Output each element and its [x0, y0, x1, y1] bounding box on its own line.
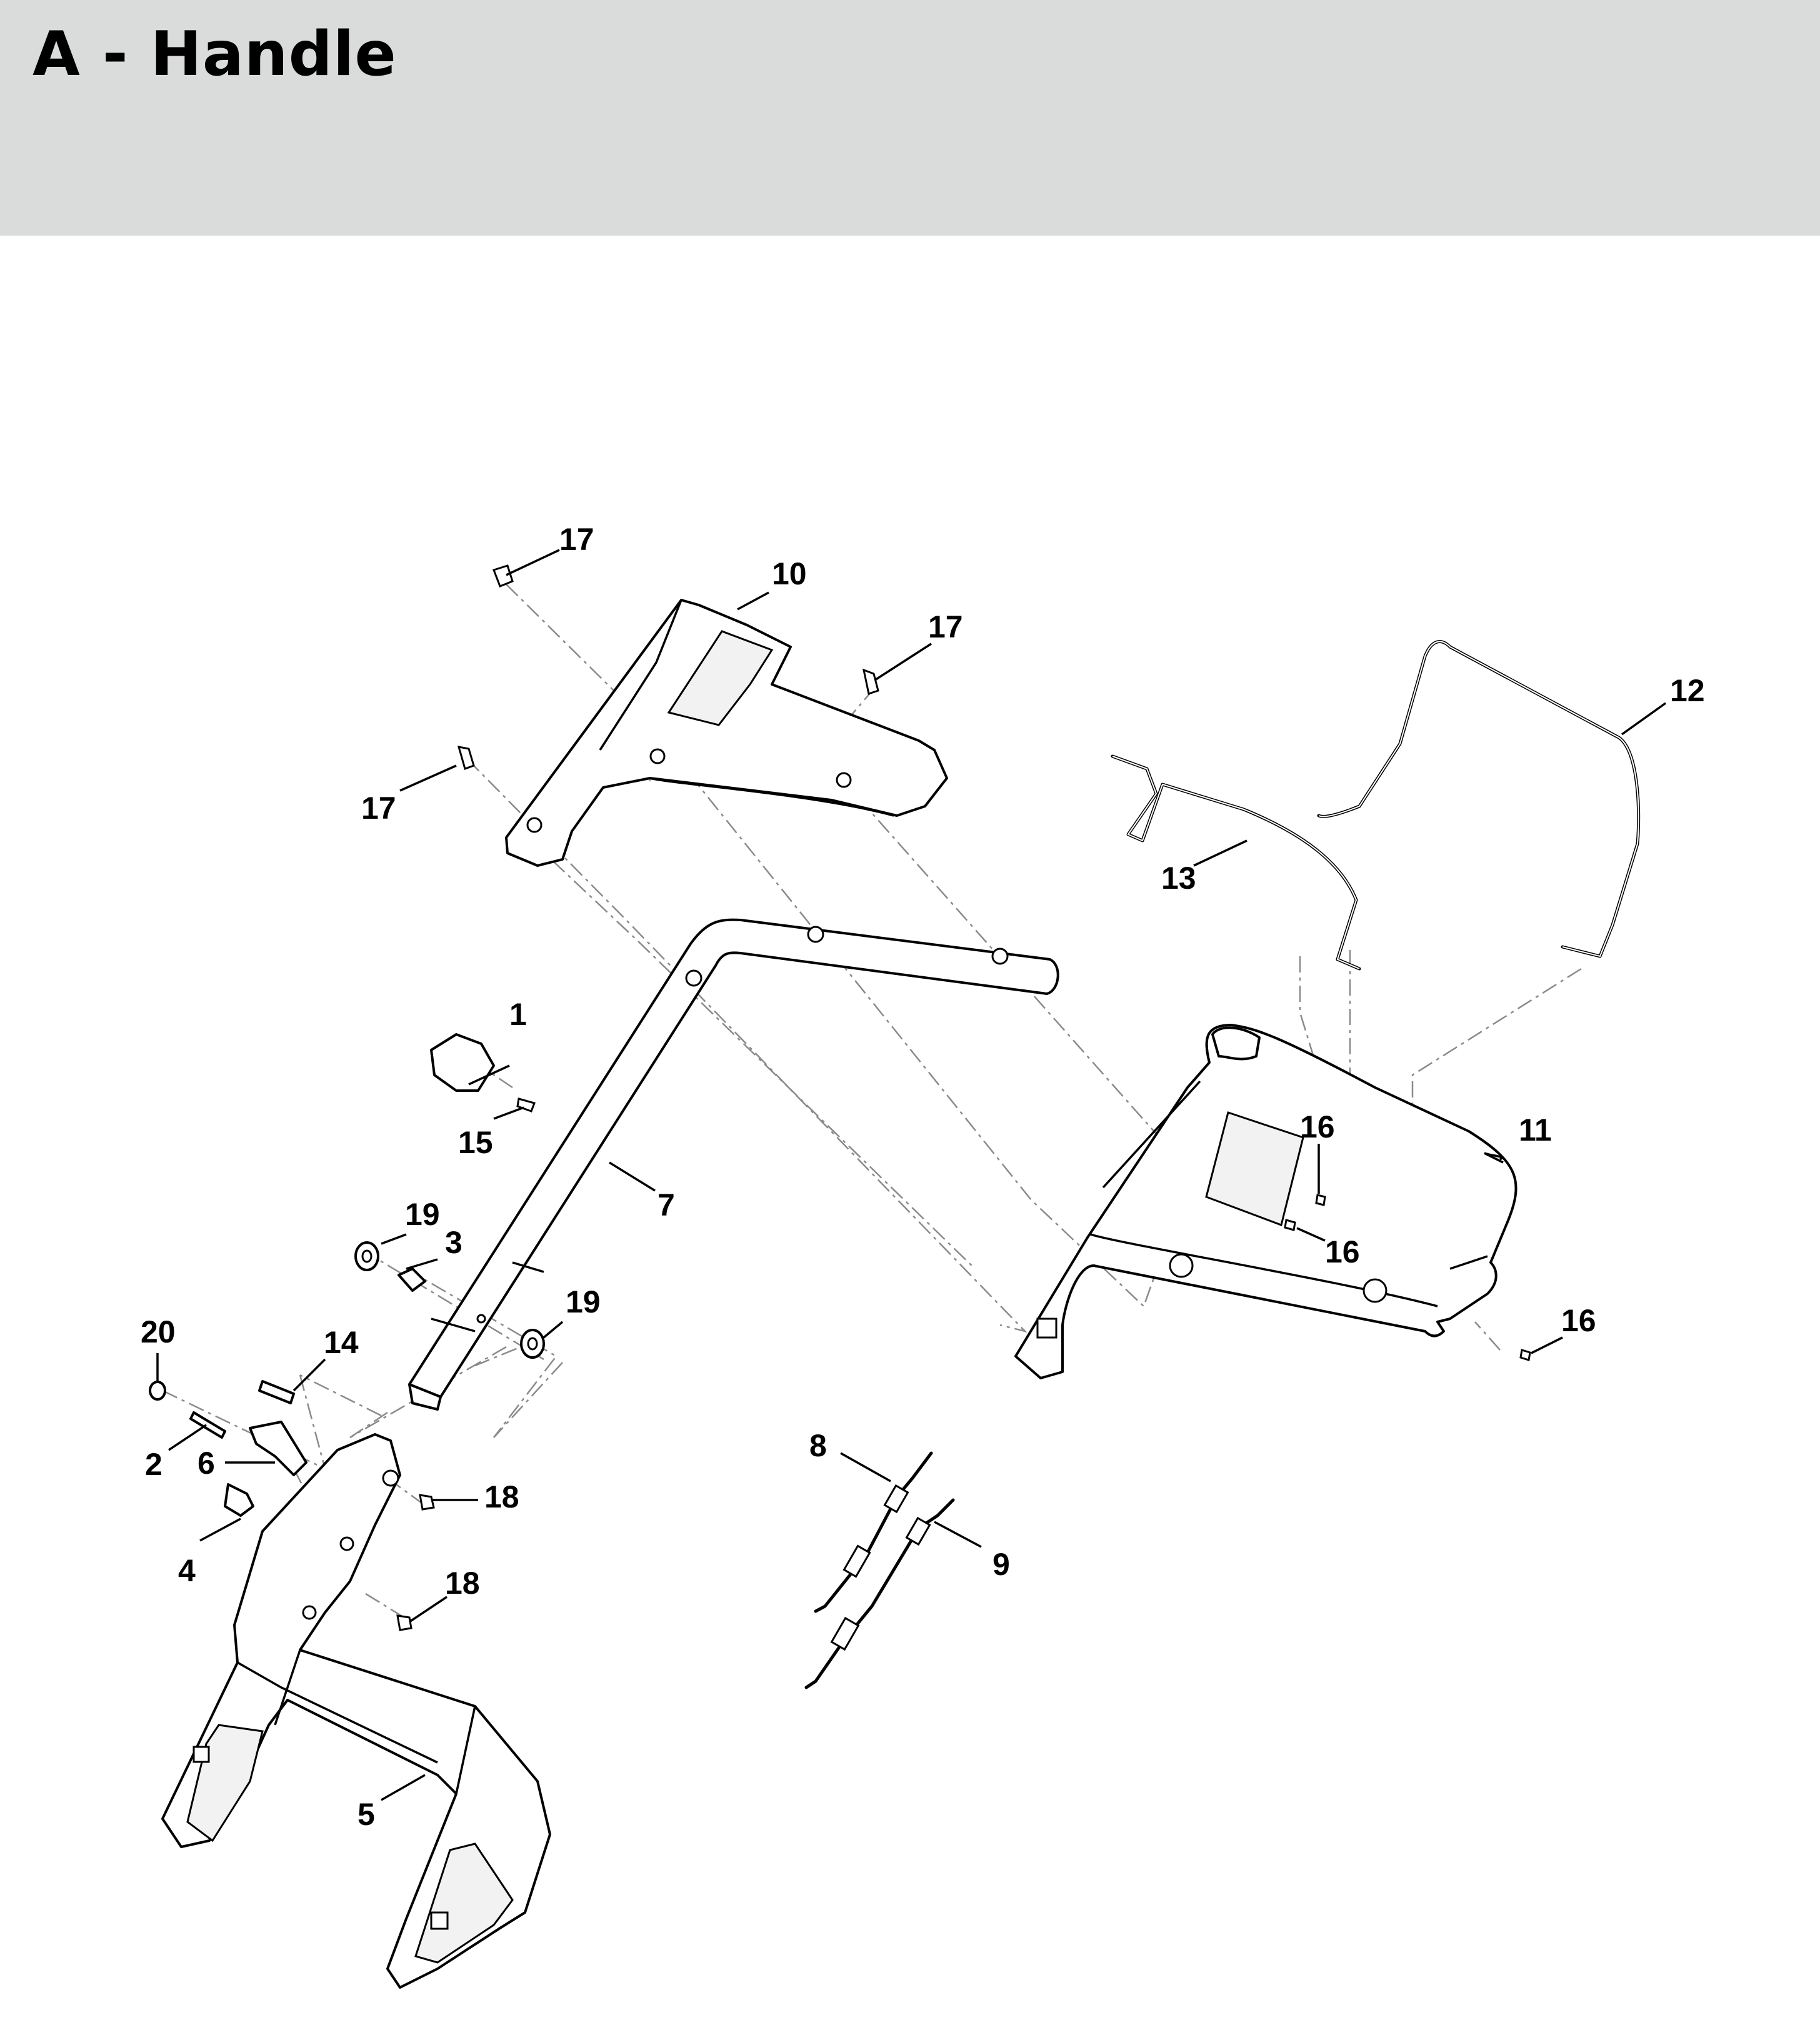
part-16-screw-b: [1284, 1219, 1296, 1231]
callout-14: 14: [324, 1325, 359, 1360]
part-14-bolt: [258, 1380, 295, 1404]
callout-16-b: 16: [1325, 1234, 1360, 1269]
header-bar: A - Handle: [0, 0, 1820, 236]
hardware-parts: [149, 564, 1531, 1631]
callout-13: 13: [1161, 861, 1196, 896]
callout-17-top: 17: [559, 522, 594, 557]
page-title: A - Handle: [32, 19, 397, 90]
part-8-cable: [814, 1451, 933, 1613]
part-18-nut-lower: [396, 1614, 412, 1631]
part-10-upper-cover: [505, 599, 948, 867]
callout-15: 15: [458, 1125, 493, 1160]
callout-18-upper: 18: [484, 1479, 519, 1514]
callout-1: 1: [509, 997, 527, 1032]
callout-labels: 17 10 17 17 12 13 1 15 7 11 16 16 16 19 …: [141, 522, 1705, 1832]
part-17-bolt-left: [457, 746, 475, 770]
callout-6: 6: [198, 1446, 215, 1481]
callout-3: 3: [445, 1225, 462, 1260]
part-18-nut-upper: [419, 1494, 435, 1511]
part-4-knob: [224, 1483, 254, 1517]
callout-20: 20: [141, 1314, 176, 1349]
part-13-drive-bail: [1111, 754, 1361, 971]
callout-2: 2: [145, 1447, 162, 1482]
callout-16-c: 16: [1561, 1303, 1596, 1338]
part-6-lever: [249, 1421, 308, 1476]
callout-4: 4: [178, 1553, 196, 1588]
callout-16-a: 16: [1300, 1109, 1335, 1144]
callout-12: 12: [1670, 673, 1705, 708]
part-3-pin: [398, 1268, 426, 1292]
part-17-bolt-top: [492, 564, 514, 588]
callout-9: 9: [992, 1547, 1010, 1582]
part-11-handle-frame: [1014, 1024, 1518, 1379]
callout-8: 8: [809, 1428, 827, 1463]
callout-7: 7: [658, 1188, 675, 1222]
callout-17-left: 17: [361, 791, 396, 826]
callout-5: 5: [358, 1797, 375, 1832]
callout-10: 10: [772, 556, 807, 591]
part-20-nut: [149, 1381, 166, 1401]
callout-17-right: 17: [928, 609, 963, 644]
callout-19-upper: 19: [405, 1197, 440, 1232]
part-17-bolt-right: [862, 668, 879, 695]
part-7-handle-tube: [408, 918, 1059, 1411]
part-16-screw-c: [1519, 1349, 1531, 1361]
part-5-lower-frame: [161, 1433, 551, 1989]
part-16-screw-a: [1315, 1194, 1326, 1206]
callout-leaders: [156, 549, 1667, 1801]
part-12-bail-wire: [1317, 640, 1641, 958]
part-15-screw: [516, 1098, 536, 1112]
callout-18-lower: 18: [445, 1566, 480, 1601]
callout-19-lower: 19: [566, 1284, 601, 1319]
callout-11: 11: [1519, 1112, 1552, 1148]
part-2-pin: [189, 1411, 226, 1439]
part-9-cable: [804, 1498, 955, 1689]
part-1-clamp: [430, 1033, 495, 1092]
